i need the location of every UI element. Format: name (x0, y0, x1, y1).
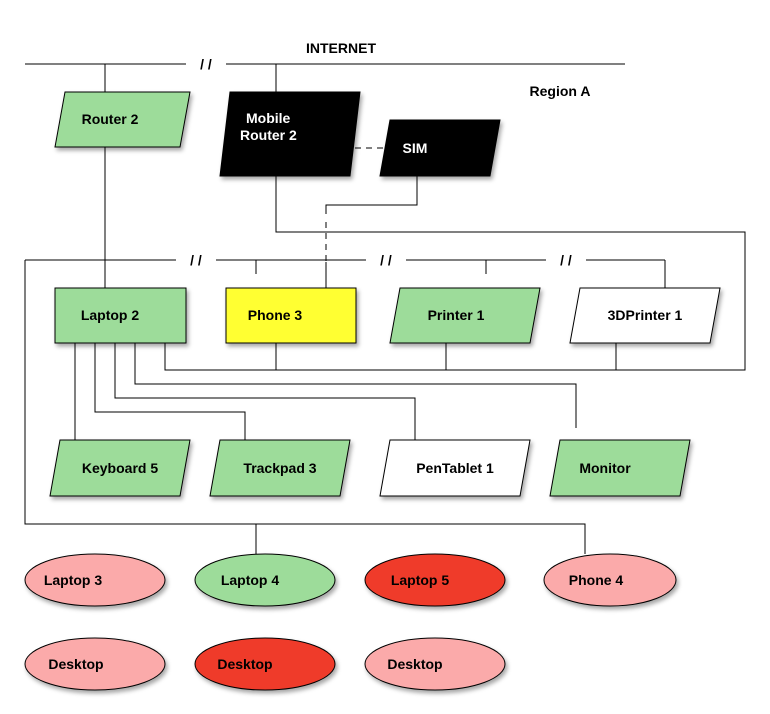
sim-label: SIM (403, 140, 428, 156)
laptop-2-label: Laptop 2 (81, 307, 140, 323)
phone-4-node[interactable]: Phone 4 (543, 553, 677, 607)
trackpad3-link (94, 343, 246, 440)
laptop-5-label: Laptop 5 (391, 572, 450, 588)
laptop-4-node[interactable]: Laptop 4 (194, 553, 336, 607)
keyboard-5-node[interactable]: Keyboard 5 (49, 439, 191, 497)
monitor-label: Monitor (579, 460, 631, 476)
break-marks: / / / / / / / / (190, 56, 572, 268)
wireless-bus (24, 260, 586, 554)
break-mark-lan-2: / / (380, 252, 392, 268)
desktop-1-label: Desktop (48, 656, 103, 672)
printer-1-node[interactable]: Printer 1 (389, 287, 541, 344)
desktop-2-label: Desktop (217, 656, 272, 672)
printer-1-label: Printer 1 (428, 307, 485, 323)
break-mark-lan-3: / / (560, 252, 572, 268)
pentablet-1-label: PenTablet 1 (416, 460, 494, 476)
trackpad-3-node[interactable]: Trackpad 3 (209, 439, 351, 497)
laptop-3-node[interactable]: Laptop 3 (24, 553, 166, 607)
pentablet-1-node[interactable]: PenTablet 1 (379, 439, 531, 497)
desktop-1-node[interactable]: Desktop (24, 637, 166, 691)
desktop-3-node[interactable]: Desktop (364, 637, 506, 691)
phone-3-label: Phone 3 (248, 307, 303, 323)
pentablet1-link (114, 343, 416, 440)
laptop-3-label: Laptop 3 (44, 572, 103, 588)
monitor-link (134, 343, 577, 428)
mobile-router-2-label-line1: Mobile (246, 110, 291, 126)
break-mark-internet: / / (200, 56, 212, 72)
laptop-2-node[interactable]: Laptop 2 (54, 287, 187, 344)
3dprinter-1-label: 3DPrinter 1 (608, 307, 683, 323)
mobile-router-2-label-line2: Router 2 (240, 127, 297, 143)
phone-4-label: Phone 4 (569, 572, 624, 588)
mobile-router-2-node[interactable]: Mobile Router 2 (219, 91, 361, 177)
3dprinter-1-node[interactable]: 3DPrinter 1 (569, 287, 721, 344)
router-2-node[interactable]: Router 2 (54, 91, 191, 148)
router-2-label: Router 2 (82, 111, 139, 127)
mobile-router2-loop (164, 176, 746, 371)
keyboard-5-label: Keyboard 5 (82, 460, 158, 476)
sim-node[interactable]: SIM (379, 119, 501, 177)
region-label: Region A (530, 83, 591, 99)
monitor-node[interactable]: Monitor (549, 439, 691, 497)
phone-3-node[interactable]: Phone 3 (225, 287, 357, 344)
internet-title: INTERNET (306, 40, 376, 56)
desktop-3-label: Desktop (387, 656, 442, 672)
trackpad-3-label: Trackpad 3 (243, 460, 316, 476)
break-mark-lan-1: / / (190, 252, 202, 268)
laptop-5-node[interactable]: Laptop 5 (364, 553, 506, 607)
laptop-4-label: Laptop 4 (221, 572, 280, 588)
sim-drop (325, 176, 418, 214)
connections (24, 63, 746, 554)
desktop-2-node[interactable]: Desktop (194, 637, 336, 691)
